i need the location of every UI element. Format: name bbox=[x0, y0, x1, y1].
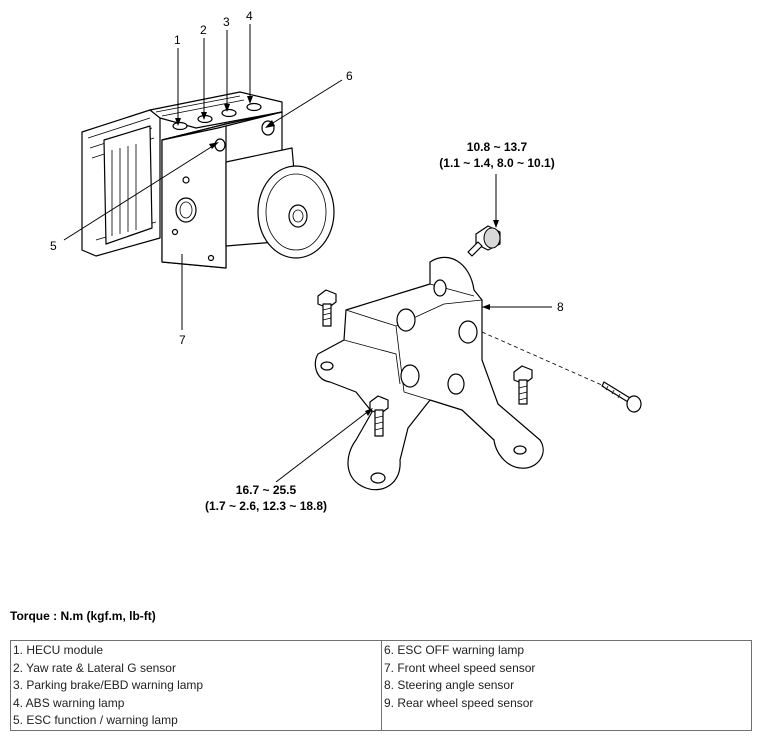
bolt-right bbox=[513, 365, 533, 405]
legend-item: 1. HECU module bbox=[13, 643, 104, 657]
leader-lines bbox=[63, 24, 552, 483]
torque-upper-units: (1.1 ~ 1.4, 8.0 ~ 10.1) bbox=[439, 156, 554, 170]
alignment-dash-line bbox=[481, 331, 605, 387]
callout-3: 3 bbox=[223, 15, 230, 29]
legend-item: 4. ABS warning lamp bbox=[13, 695, 125, 710]
legend-table: 1. HECU module 2. Yaw rate & Lateral G s… bbox=[10, 640, 752, 731]
legend-item: 5. ESC function / warning lamp bbox=[13, 713, 178, 727]
legend-item: 3. Parking brake/EBD warning lamp bbox=[13, 678, 204, 692]
bolt-left bbox=[317, 289, 337, 327]
legend-item: 2. Yaw rate & Lateral G sensor bbox=[13, 660, 176, 675]
legend-item: 7. Front wheel speed sensor bbox=[384, 660, 536, 675]
torque-heading: Torque : N.m (kgf.m, lb-ft) bbox=[10, 609, 156, 623]
legend-item: 8. Steering angle sensor bbox=[384, 678, 515, 692]
bolt-long bbox=[601, 381, 642, 413]
mounting-bracket-drawing bbox=[314, 256, 544, 491]
legend-item: 9. Rear wheel speed sensor bbox=[384, 695, 534, 710]
hecu-module-drawing bbox=[81, 91, 335, 269]
torque-lower-units: (1.7 ~ 2.6, 12.3 ~ 18.8) bbox=[205, 499, 327, 513]
callout-5: 5 bbox=[50, 239, 57, 253]
callout-8: 8 bbox=[557, 300, 564, 314]
callout-6: 6 bbox=[346, 69, 353, 83]
exploded-diagram: 1 2 3 4 5 6 7 8 10.8 ~ 13.7 (1.1 ~ 1.4, … bbox=[50, 9, 642, 513]
bolt-upper bbox=[467, 225, 501, 257]
legend-column-left: 1. HECU module 2. Yaw rate & Lateral G s… bbox=[11, 641, 382, 730]
callout-4: 4 bbox=[246, 9, 253, 23]
torque-upper-value: 10.8 ~ 13.7 bbox=[467, 140, 528, 154]
torque-lower-value: 16.7 ~ 25.5 bbox=[236, 483, 297, 497]
legend-column-right: 6. ESC OFF warning lamp 7. Front wheel s… bbox=[382, 641, 753, 730]
callout-1: 1 bbox=[174, 33, 181, 47]
leader-arrowheads bbox=[175, 96, 499, 416]
callout-2: 2 bbox=[200, 23, 207, 37]
callout-7: 7 bbox=[179, 333, 186, 347]
legend-item: 6. ESC OFF warning lamp bbox=[384, 643, 525, 657]
